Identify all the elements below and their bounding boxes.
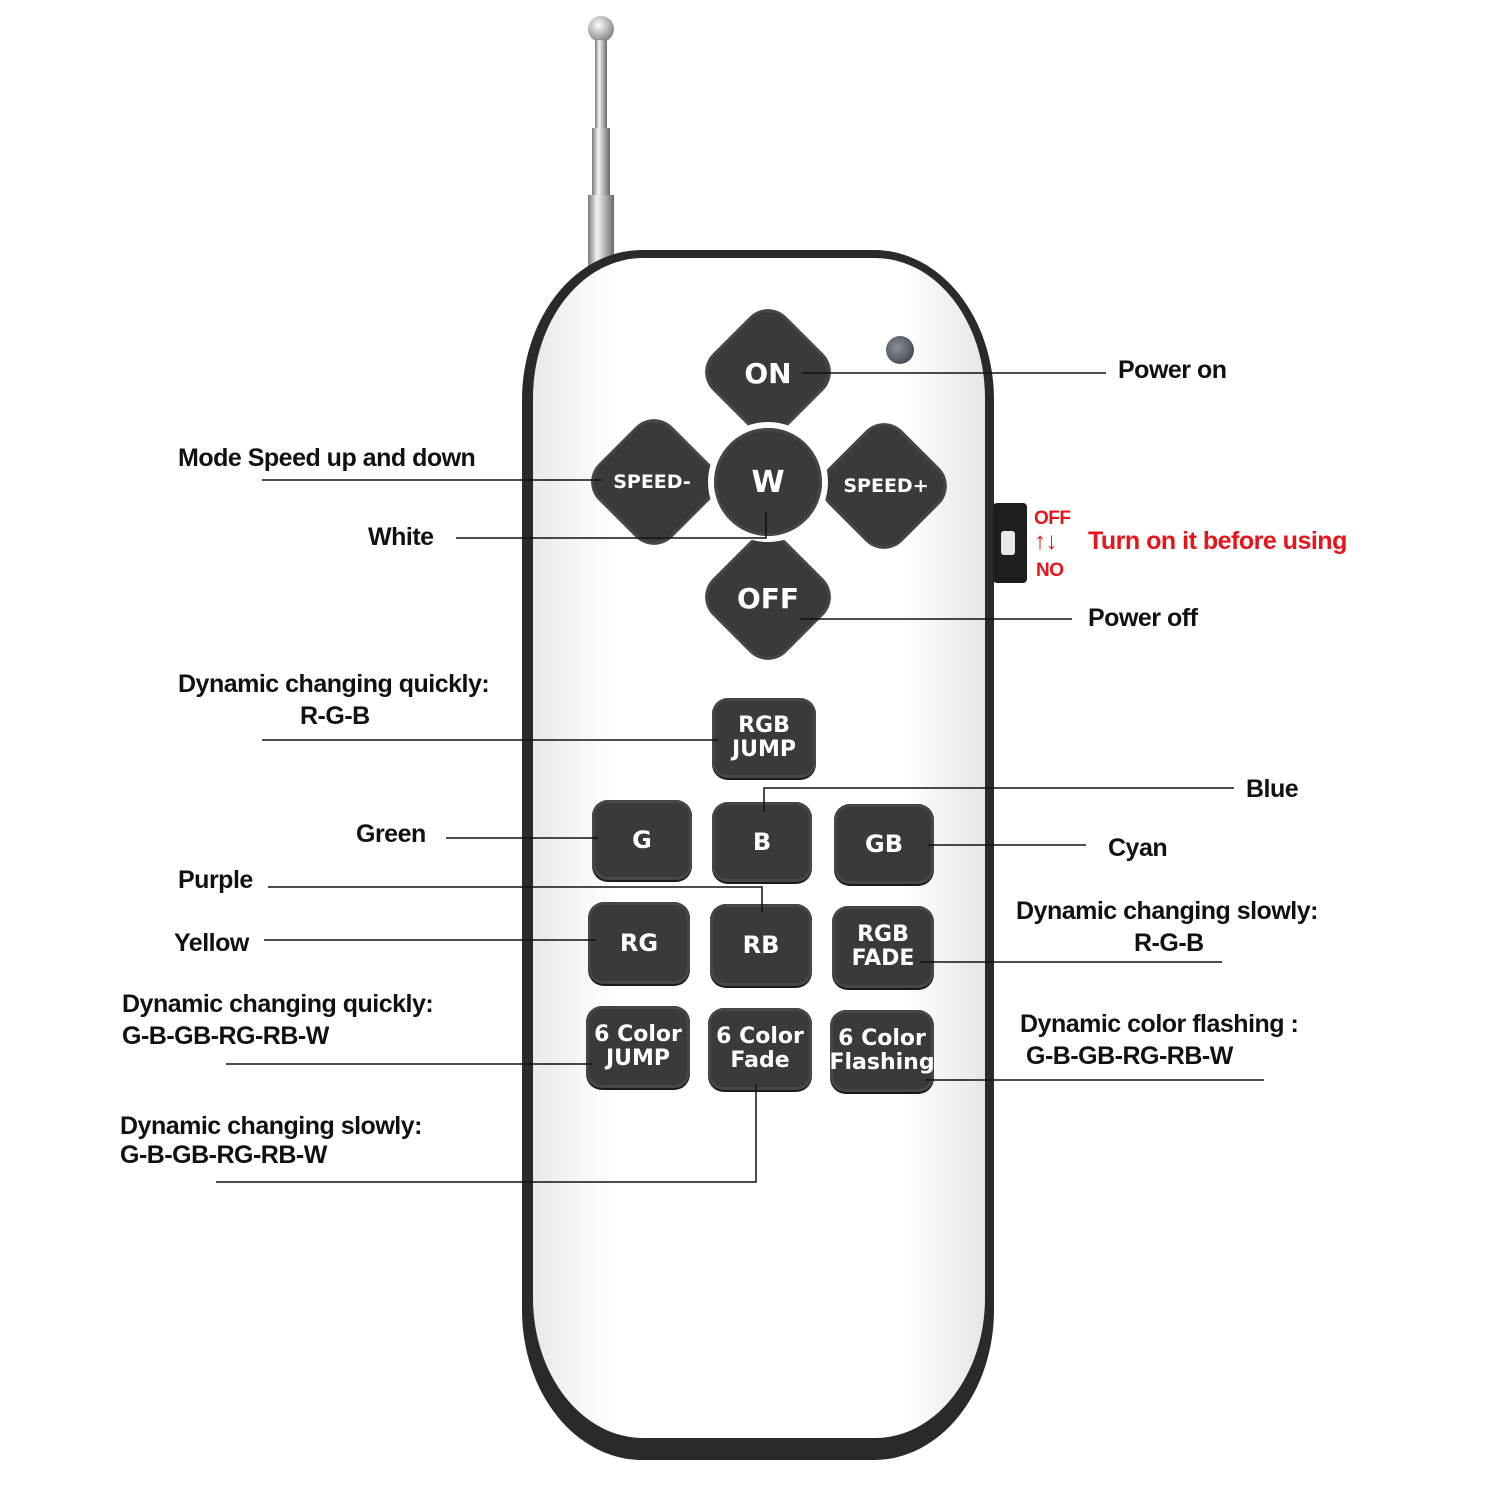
six-color-fade-button[interactable]: 6 Color Fade — [708, 1008, 812, 1090]
purple-label: Purple — [178, 866, 253, 894]
rgb-fade-desc: Dynamic changing slowly: — [1016, 897, 1318, 925]
rgb-fade-button[interactable]: RGB FADE — [832, 906, 934, 988]
six-flash-sequence: G-B-GB-RG-RB-W — [1026, 1042, 1233, 1070]
on-button[interactable]: ON — [744, 356, 792, 390]
cyan-button[interactable]: GB — [834, 804, 934, 884]
antenna-tip — [588, 16, 614, 42]
six-color-flashing-button[interactable]: 6 Color Flashing — [829, 1010, 935, 1092]
purple-button[interactable]: RB — [710, 904, 812, 986]
blue-label: Blue — [1246, 775, 1299, 803]
green-button-label: G — [632, 825, 652, 854]
cyan-button-label: GB — [865, 829, 903, 858]
power-off-label: Power off — [1088, 604, 1198, 632]
rgb-jump-sequence: R-G-B — [300, 702, 370, 730]
blue-button-label: B — [752, 827, 772, 856]
speed-plus-button[interactable]: SPEED+ — [843, 475, 929, 497]
green-button[interactable]: G — [592, 800, 692, 880]
antenna — [595, 40, 607, 130]
purple-button-label: RB — [742, 930, 780, 959]
off-button[interactable]: OFF — [736, 581, 800, 615]
blue-leader — [763, 787, 1234, 812]
six-fade-sequence: G-B-GB-RG-RB-W — [120, 1141, 327, 1169]
six-flash-desc: Dynamic color flashing : — [1020, 1010, 1299, 1038]
rgb-jump-label: RGB JUMP — [731, 712, 797, 762]
six-color-fade-label: 6 Color Fade — [716, 1023, 804, 1073]
cyan-label: Cyan — [1108, 834, 1168, 862]
white-leader — [456, 512, 767, 539]
speed-minus-button[interactable]: SPEED- — [613, 471, 691, 493]
rgb-fade-label: RGB FADE — [851, 921, 915, 971]
yellow-label: Yellow — [174, 929, 249, 957]
power-on-label: Power on — [1118, 356, 1227, 384]
purple-leader — [268, 886, 763, 912]
indicator-led — [886, 336, 914, 364]
switch-no-label: NO — [1036, 560, 1064, 581]
mode-speed-label: Mode Speed up and down — [178, 444, 476, 472]
six-fade-desc: Dynamic changing slowly: — [120, 1112, 422, 1140]
antenna-segment — [592, 128, 610, 198]
green-label: Green — [356, 820, 426, 848]
six-color-flashing-label: 6 Color Flashing — [829, 1025, 935, 1075]
six-color-jump-button[interactable]: 6 Color JUMP — [586, 1006, 690, 1088]
rgb-jump-button[interactable]: RGB JUMP — [712, 698, 816, 778]
white-button[interactable]: W — [714, 428, 822, 536]
yellow-button-label: RG — [619, 928, 659, 957]
switch-note: Turn on it before using — [1088, 527, 1347, 555]
switch-arrows-icon: ↑↓ — [1034, 528, 1058, 555]
switch-off-label: OFF — [1034, 508, 1071, 529]
rgb-fade-sequence: R-G-B — [1134, 929, 1204, 957]
six-jump-desc: Dynamic changing quickly: — [122, 990, 434, 1018]
rgb-jump-desc: Dynamic changing quickly: — [178, 670, 490, 698]
six-color-jump-label: 6 Color JUMP — [594, 1021, 682, 1071]
power-switch[interactable] — [993, 503, 1027, 583]
power-switch-knob[interactable] — [1001, 531, 1015, 555]
yellow-button[interactable]: RG — [588, 902, 690, 984]
blue-button[interactable]: B — [712, 802, 812, 882]
six-fade-leader — [216, 1084, 757, 1183]
white-label: White — [368, 523, 434, 551]
six-jump-sequence: G-B-GB-RG-RB-W — [122, 1022, 329, 1050]
